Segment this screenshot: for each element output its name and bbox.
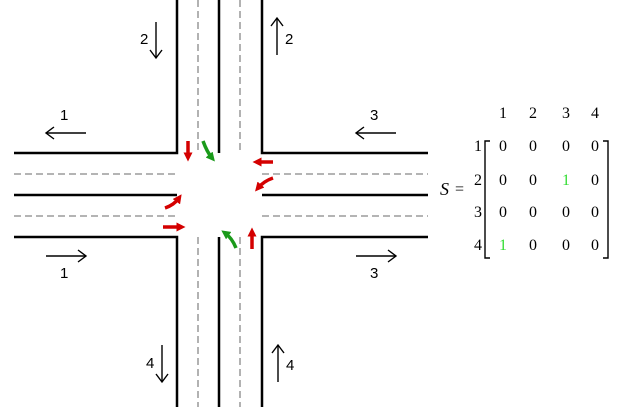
road-edge-nw [14, 0, 179, 155]
matrix-cell: 0 [529, 138, 537, 155]
matrix-cell: 0 [529, 204, 537, 221]
arrow-east-in-head [354, 126, 365, 140]
arrow-west-out-head [44, 126, 55, 140]
col-header: 3 [562, 105, 570, 122]
matrix-equals: = [455, 181, 464, 198]
arrow-south-out-head [155, 373, 169, 384]
row-header: 2 [474, 172, 482, 189]
movement-arrows [163, 140, 274, 249]
matrix-symbol: S [440, 179, 449, 199]
road-edge-ne [260, 0, 428, 155]
left-bracket [484, 140, 490, 259]
col-header: 4 [591, 105, 599, 122]
row-header: 4 [474, 237, 482, 254]
matrix-cell: 0 [562, 204, 570, 221]
label-west-out: 1 [60, 107, 68, 124]
arrow-north-in-head [149, 49, 163, 60]
matrix-cell: 0 [562, 237, 570, 254]
road-edge-se [260, 235, 428, 407]
road-labels: 2 2 1 1 3 3 4 4 [44, 16, 398, 384]
matrix-cell: 0 [529, 172, 537, 189]
label-north-in: 2 [140, 31, 148, 48]
label-east-in: 3 [370, 107, 378, 124]
arrow-east-out-head [387, 249, 398, 263]
arrow-west-in-head [77, 249, 88, 263]
row-header: 1 [474, 138, 482, 155]
matrix-cell-highlighted: 1 [499, 237, 507, 254]
south-left-turn-arrow-icon [221, 230, 238, 249]
matrix-cell: 0 [499, 138, 507, 155]
col-header: 2 [529, 105, 537, 122]
label-south-in: 4 [286, 357, 294, 374]
north-left-turn-arrow-icon [201, 140, 215, 162]
label-north-out: 2 [285, 31, 293, 48]
matrix-cell: 0 [591, 237, 599, 254]
arrow-south-in-head [271, 343, 285, 354]
row-header: 3 [474, 204, 482, 221]
lane-markings [14, 0, 428, 407]
matrix-cell-highlighted: 1 [562, 172, 570, 189]
right-bracket [603, 140, 609, 259]
matrix-cell: 0 [562, 138, 570, 155]
matrix-cell: 0 [499, 204, 507, 221]
label-west-in: 1 [60, 265, 68, 282]
matrix-cell: 0 [591, 204, 599, 221]
matrix-s: S = 1 2 3 4 1 2 3 4 0 0 0 0 0 0 1 0 0 0 … [440, 105, 609, 259]
east-left-turn-arrow-icon [255, 176, 274, 192]
label-east-out: 3 [370, 265, 378, 282]
arrow-north-out-head [270, 16, 284, 27]
road-edge-sw [14, 235, 179, 407]
matrix-cell: 0 [591, 138, 599, 155]
road-edges [14, 0, 428, 407]
label-south-out: 4 [146, 355, 154, 372]
west-left-turn-arrow-icon [164, 194, 182, 210]
col-header: 1 [499, 105, 507, 122]
matrix-cell: 0 [499, 172, 507, 189]
matrix-cell: 0 [529, 237, 537, 254]
matrix-cell: 0 [591, 172, 599, 189]
